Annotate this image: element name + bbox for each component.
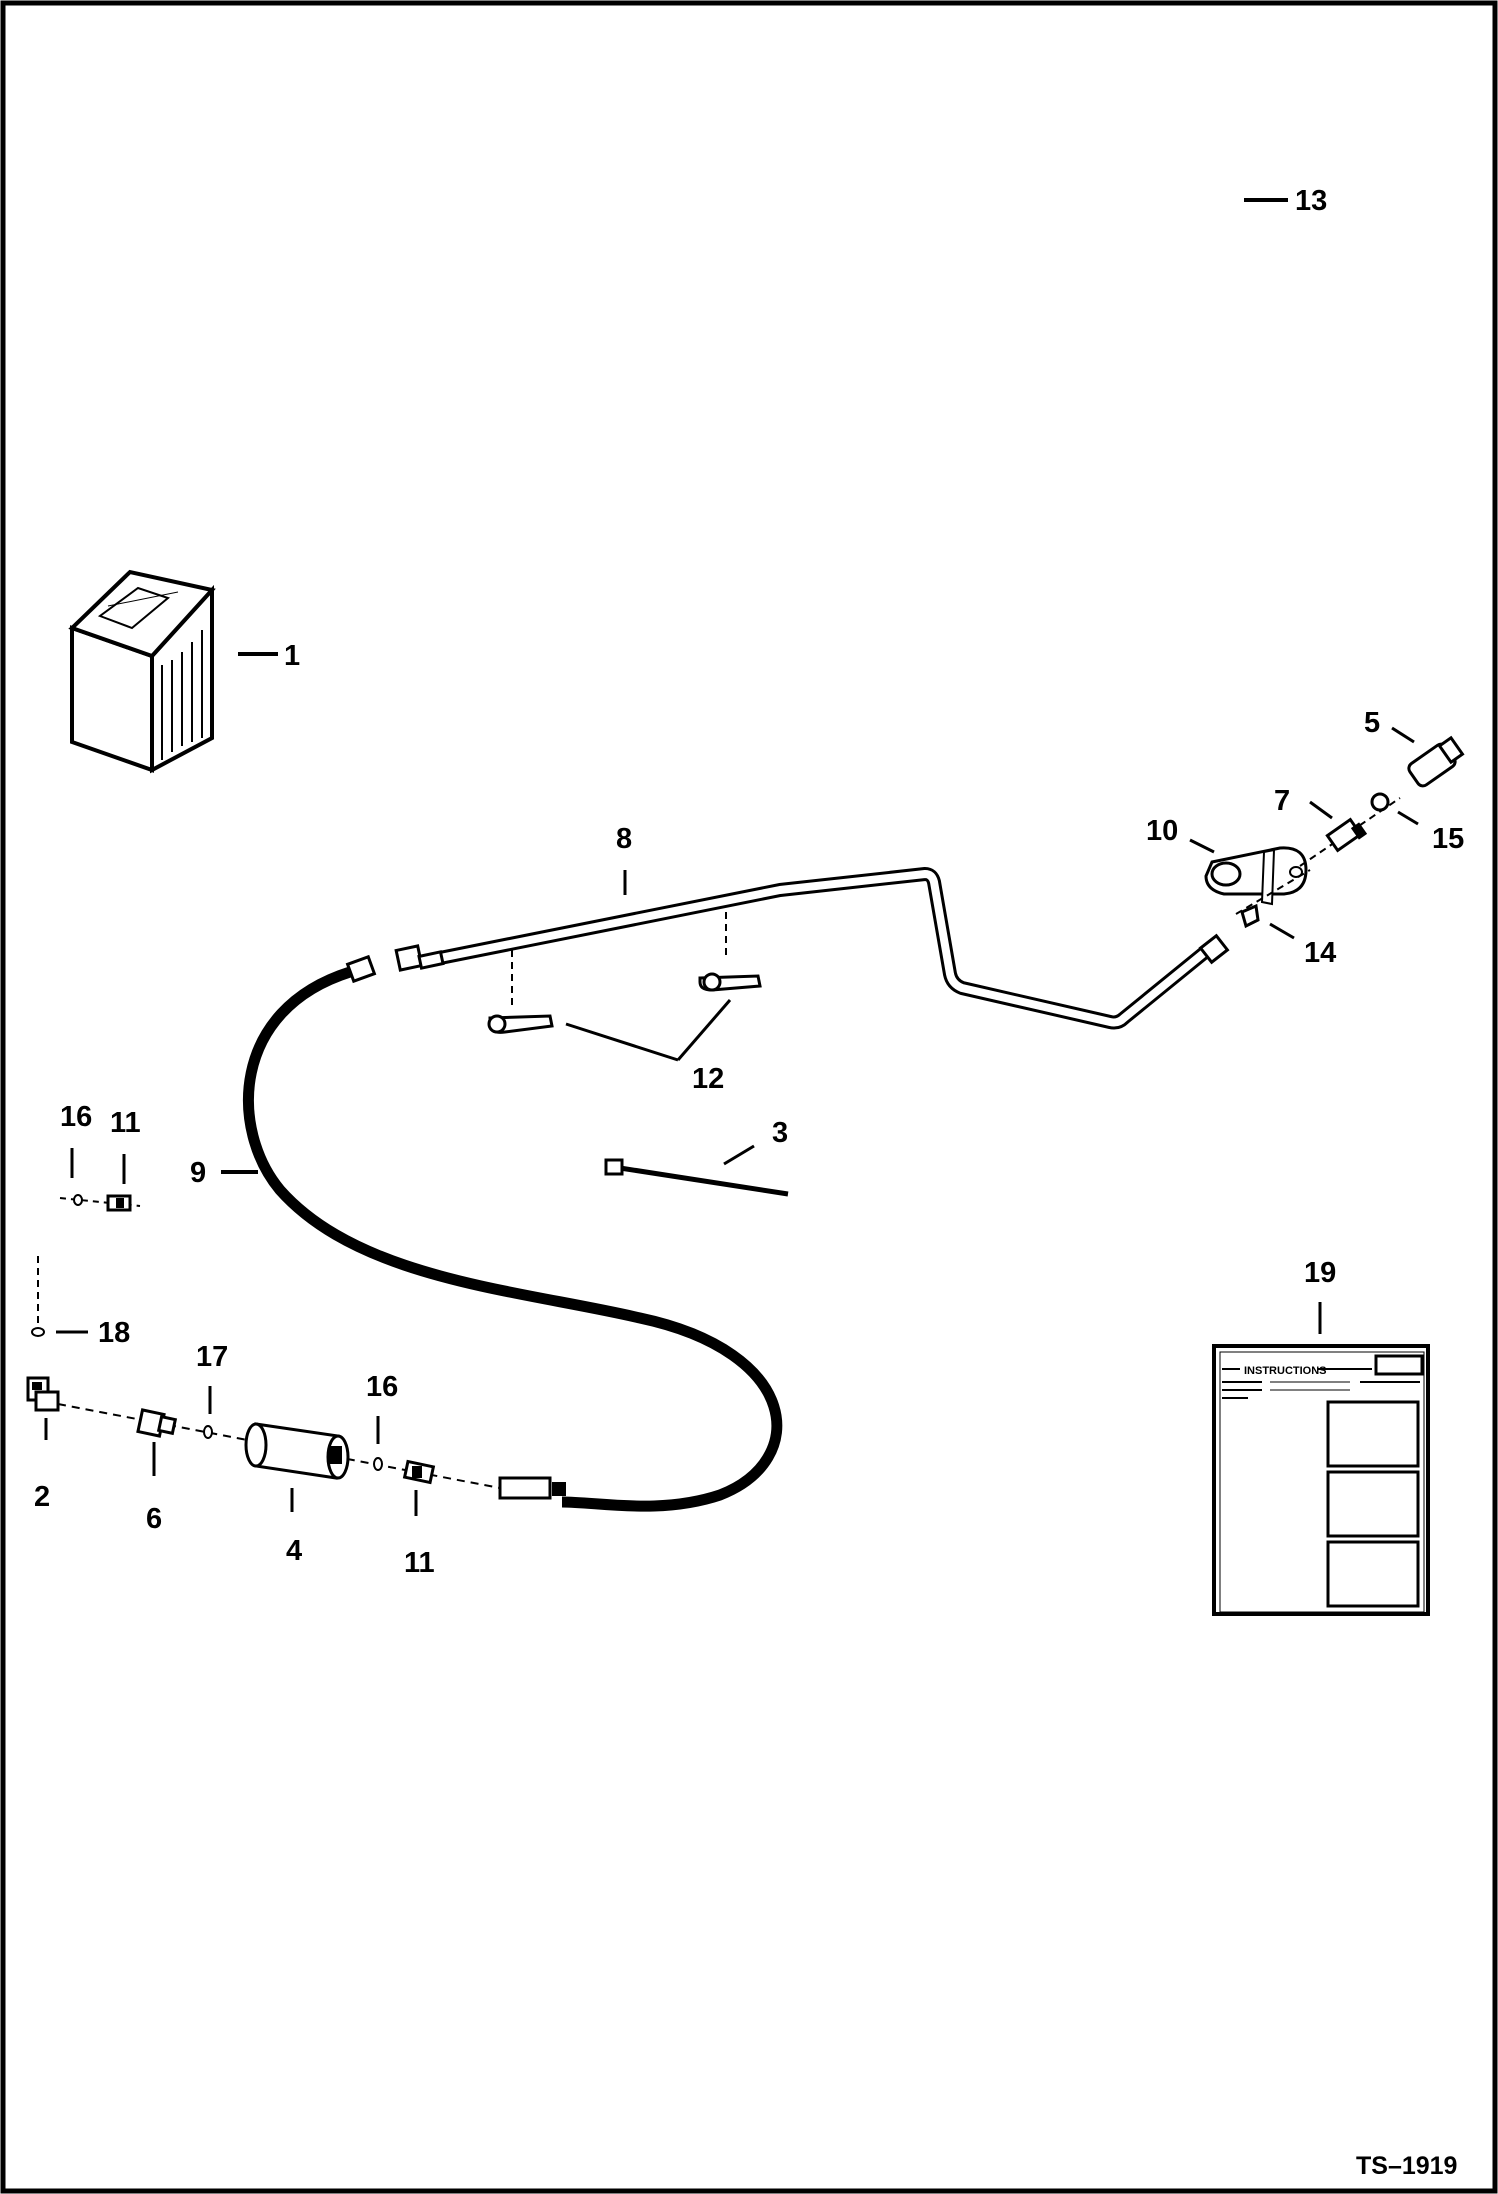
part-2-elbow [26, 1376, 60, 1440]
figure-code: TS–1919 [1356, 2152, 1457, 2180]
decal-heading: INSTRUCTIONS [1244, 1365, 1327, 1377]
part-18-oring [31, 1327, 45, 1337]
part-9-hose [221, 954, 783, 1512]
callout-11-upper: 11 [110, 1107, 141, 1139]
callout-5: 5 [1364, 707, 1380, 739]
callout-7: 7 [1274, 785, 1290, 817]
part-12-clamps [487, 912, 762, 1062]
part-19-instruction-decal: INSTRUCTIONS [1212, 1302, 1430, 1616]
callout-1: 1 [284, 640, 300, 672]
callout-18: 18 [98, 1317, 130, 1349]
callout-6: 6 [146, 1503, 162, 1535]
callout-4: 4 [286, 1535, 302, 1567]
callout-12: 12 [692, 1063, 724, 1095]
callout-8: 8 [616, 823, 632, 855]
part-6-adapter [136, 1408, 178, 1476]
callout-16-upper: 16 [60, 1101, 92, 1133]
callout-19: 19 [1304, 1257, 1336, 1289]
callout-2: 2 [34, 1481, 50, 1513]
part-16-oring-lower [373, 1457, 383, 1471]
callout-17: 17 [196, 1341, 228, 1373]
part-17-oring [203, 1425, 213, 1439]
callout-16-lower: 16 [366, 1371, 398, 1403]
callout-9: 9 [190, 1157, 206, 1189]
part-8-tube [394, 867, 1230, 1030]
part-11-fitting-lower [402, 1459, 436, 1516]
callout-15: 15 [1432, 823, 1464, 855]
part-4-filter [244, 1422, 350, 1512]
part-5-coupler [1391, 726, 1465, 788]
part-10-bracket [1189, 838, 1308, 906]
callout-13: 13 [1295, 185, 1327, 217]
part-1-box [68, 569, 278, 774]
callout-14: 14 [1304, 937, 1336, 969]
part-14-nut [1235, 869, 1311, 940]
part-3-cable-tie [604, 1144, 789, 1197]
callout-10: 10 [1146, 815, 1178, 847]
part-11-fitting-upper [106, 1194, 132, 1212]
callout-3: 3 [772, 1117, 788, 1149]
callout-11-lower: 11 [404, 1547, 435, 1579]
part-15-oring [1370, 792, 1419, 826]
